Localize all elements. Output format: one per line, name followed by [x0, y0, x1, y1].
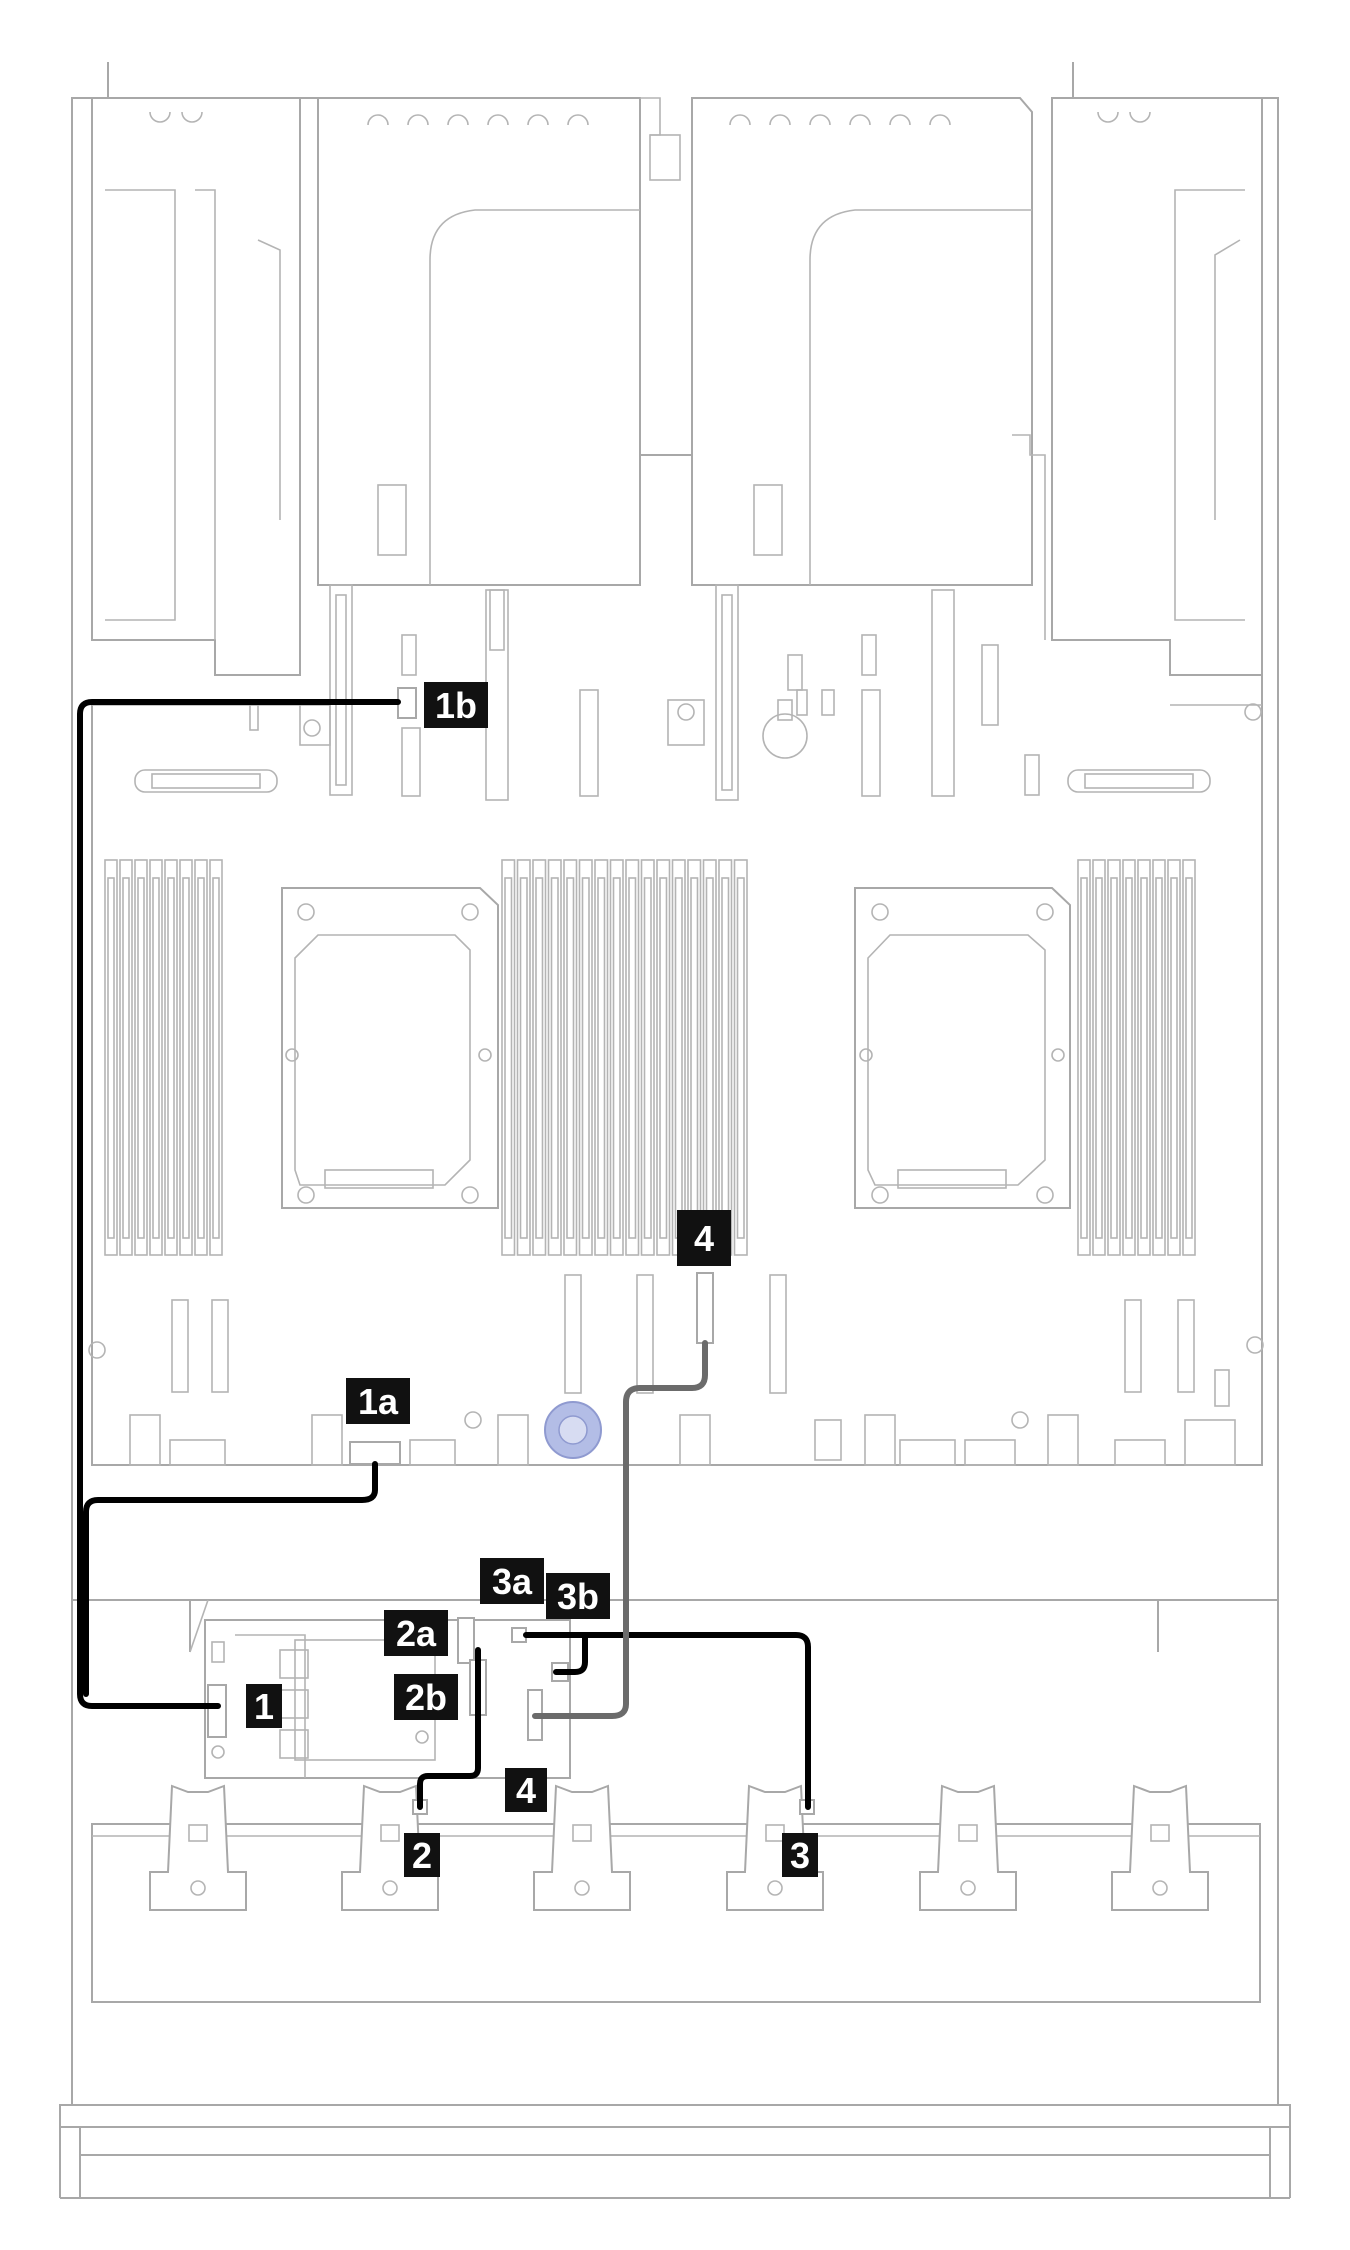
callout-1: 1	[246, 1684, 282, 1728]
callout-2: 2	[404, 1833, 440, 1877]
svg-text:1a: 1a	[358, 1381, 399, 1422]
fan-unit	[919, 1784, 1017, 1911]
cable-3b-black	[553, 1635, 588, 1675]
riser-cage-right	[1051, 97, 1263, 676]
riser-cage-middle-left	[317, 97, 661, 586]
fan-unit	[1111, 1784, 1209, 1911]
dimm-slot	[1182, 859, 1196, 1256]
dimm-slot	[594, 859, 609, 1256]
dimm-slot	[702, 859, 717, 1256]
dimm-slot	[687, 859, 702, 1256]
callout-3a: 3a	[480, 1558, 544, 1604]
cable-3-black	[523, 1632, 811, 1810]
riser-cage-middle-right	[640, 97, 1046, 640]
dimm-slot	[1092, 859, 1106, 1256]
fan-unit	[726, 1784, 824, 1911]
dimm-slot	[179, 859, 193, 1256]
cpu-socket-2	[854, 887, 1071, 1209]
dimm-slot	[532, 859, 547, 1256]
callout-3: 3	[782, 1833, 818, 1877]
dimm-slot	[501, 859, 516, 1256]
cable-connectors	[349, 687, 714, 1465]
svg-text:1b: 1b	[435, 685, 477, 726]
dimm-slot	[733, 859, 748, 1256]
svg-text:2b: 2b	[405, 1677, 447, 1718]
dimm-slot	[671, 859, 686, 1256]
svg-text:2: 2	[412, 1835, 432, 1876]
riser-cage-left	[91, 97, 301, 676]
svg-text:3: 3	[790, 1835, 810, 1876]
cable-1-black	[77, 699, 401, 1709]
dimm-slot	[149, 859, 163, 1256]
cpu-socket-1	[281, 887, 499, 1209]
board-connectors-bottom	[88, 703, 1264, 1466]
callout-2b: 2b	[394, 1674, 458, 1720]
dimm-slot	[563, 859, 578, 1256]
riser-slots	[249, 584, 1040, 801]
dimm-slot	[119, 859, 133, 1256]
dimm-slot	[547, 859, 562, 1256]
cable-4-gray	[532, 1340, 708, 1719]
svg-text:2a: 2a	[396, 1613, 437, 1654]
dimm-slot	[1152, 859, 1166, 1256]
fan-unit	[533, 1784, 631, 1911]
dimm-slot	[104, 859, 118, 1256]
cable-2-black	[417, 1647, 481, 1810]
dimm-slot	[1077, 859, 1091, 1256]
dimm-slot	[1122, 859, 1136, 1256]
cables	[77, 699, 811, 1810]
dimm-slot	[609, 859, 624, 1256]
callout-4-bottom: 4	[505, 1768, 547, 1812]
dimm-slot	[1167, 859, 1181, 1256]
dimm-slot	[1137, 859, 1151, 1256]
callout-4-top: 4	[677, 1210, 731, 1266]
fan-units	[149, 1784, 1209, 1911]
dimm-slot	[578, 859, 593, 1256]
svg-text:3b: 3b	[557, 1576, 599, 1617]
dimm-slot	[194, 859, 208, 1256]
dimm-slot	[625, 859, 640, 1256]
svg-text:4: 4	[694, 1218, 714, 1259]
dimm-slot	[209, 859, 223, 1256]
dimm-slot	[164, 859, 178, 1256]
dimm-slot	[640, 859, 655, 1256]
dimm-slot	[134, 859, 148, 1256]
board-connectors-top	[134, 769, 1211, 793]
callout-1a: 1a	[346, 1378, 410, 1424]
fan-unit	[149, 1784, 247, 1911]
cable-1a-black	[83, 1461, 378, 1697]
dimm-slots	[104, 859, 1196, 1256]
svg-text:4: 4	[516, 1770, 536, 1811]
fan-wall	[91, 1823, 1261, 2003]
dimm-slot	[656, 859, 671, 1256]
dimm-slot	[718, 859, 733, 1256]
svg-text:1: 1	[254, 1686, 274, 1727]
svg-text:3a: 3a	[492, 1561, 533, 1602]
callout-1b: 1b	[424, 682, 488, 728]
dimm-slot	[516, 859, 531, 1256]
dimm-slot	[1107, 859, 1121, 1256]
callout-3b: 3b	[546, 1573, 610, 1619]
callout-2a: 2a	[384, 1610, 448, 1656]
